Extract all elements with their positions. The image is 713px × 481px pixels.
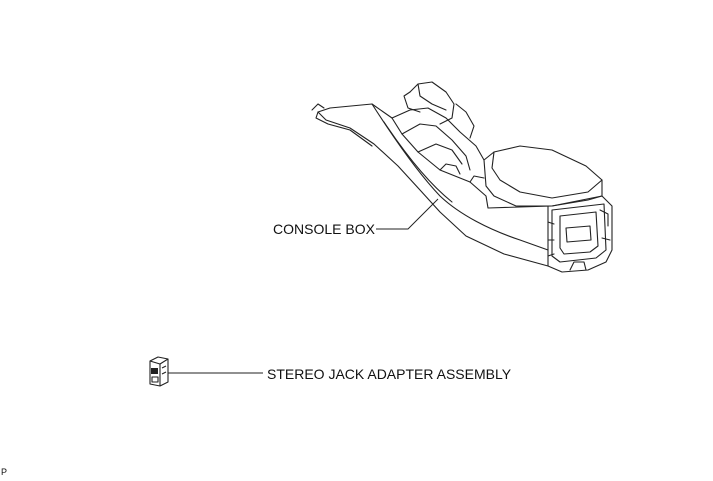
- console-box-leader: [376, 198, 439, 230]
- stereo-jack-adapter-label: STEREO JACK ADAPTER ASSEMBLY: [267, 366, 512, 382]
- stereo-jack-drawing: [149, 356, 169, 387]
- console-box-drawing: [311, 81, 613, 273]
- console-box-label: CONSOLE BOX: [273, 221, 375, 237]
- corner-mark-label: P: [1, 467, 8, 477]
